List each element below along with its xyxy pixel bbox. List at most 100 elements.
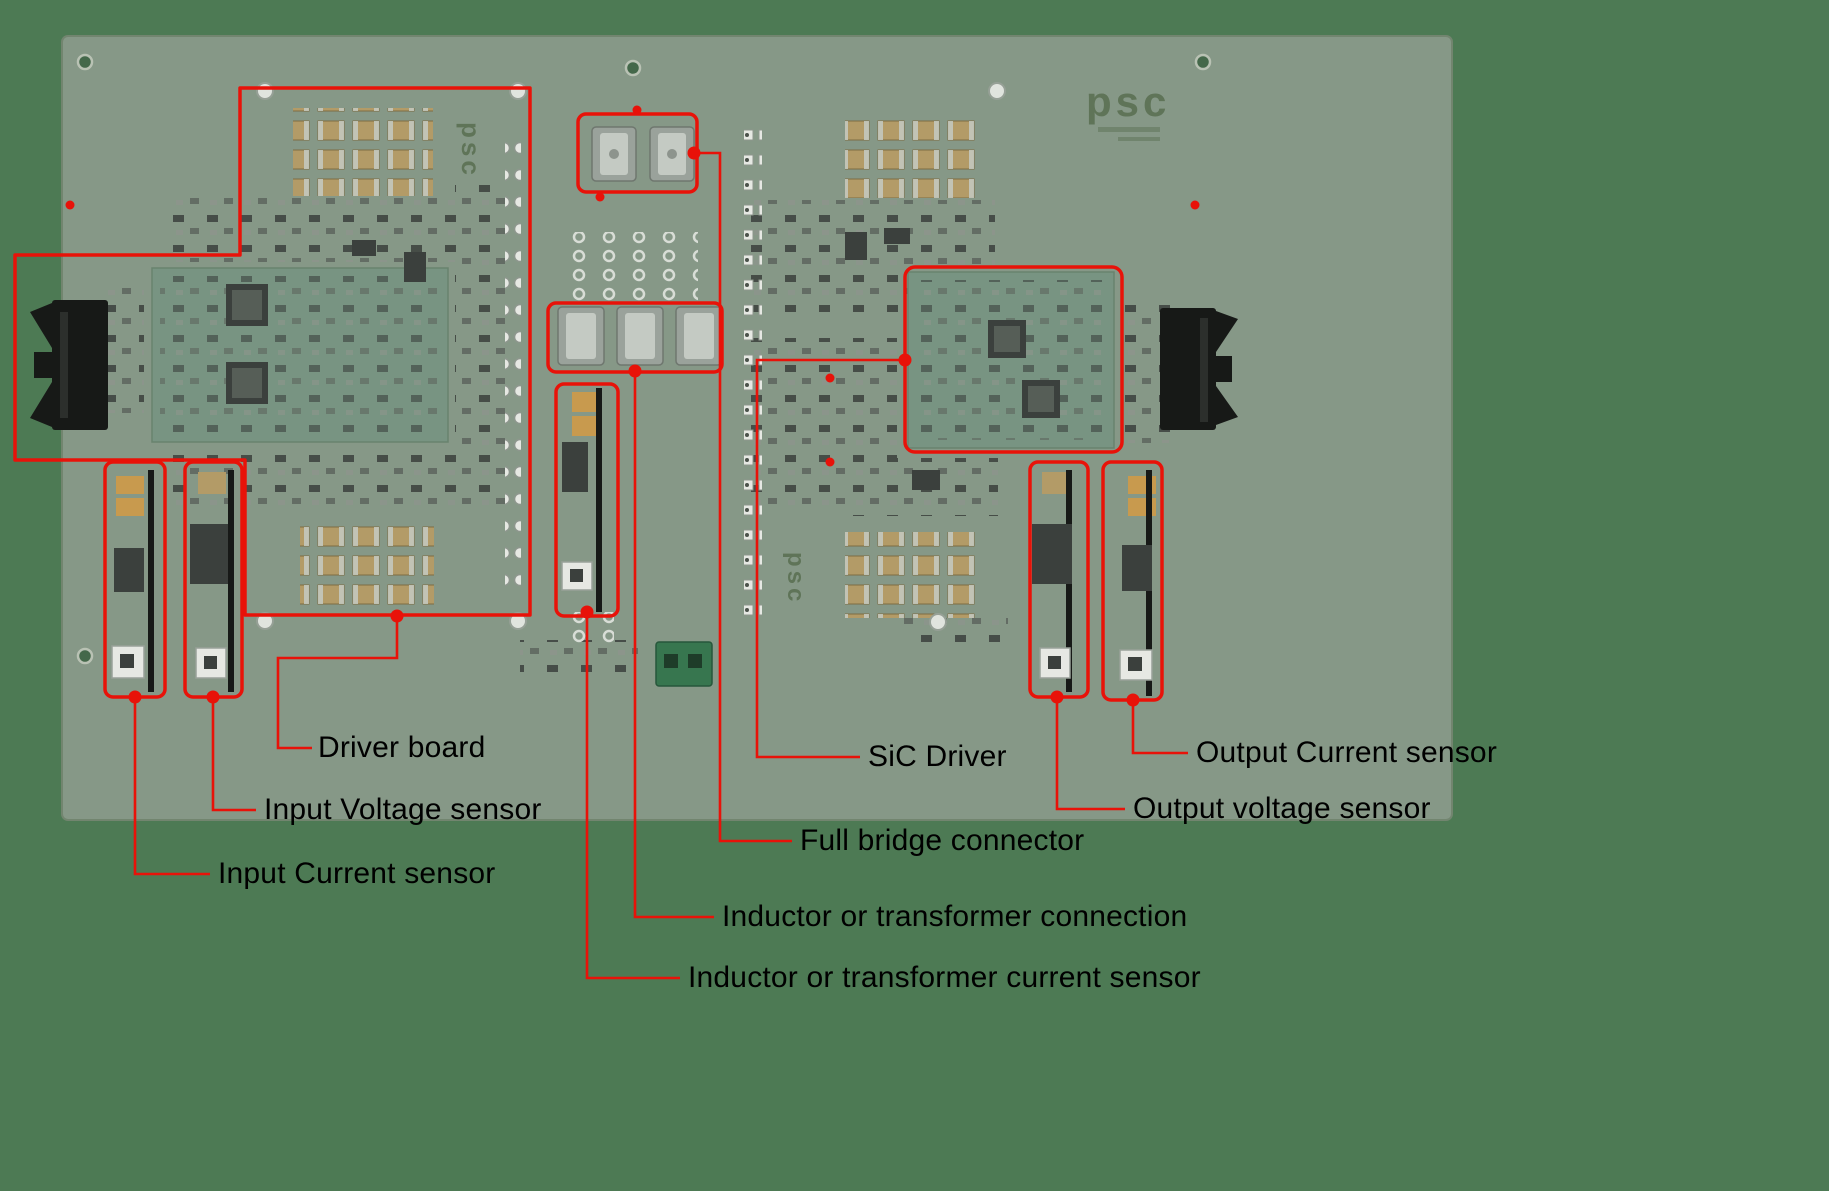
screw: [509, 82, 527, 100]
ic-chip: [912, 470, 940, 490]
sensor-cap: [116, 498, 144, 516]
annotation-line-output-current-sensor: [1131, 702, 1188, 755]
sensor-head: [561, 561, 593, 591]
terminal-block: [655, 641, 713, 687]
label-output-current-sensor: Output Current sensor: [1196, 736, 1498, 769]
psc-logo-subtext-bar: [1098, 127, 1160, 132]
sensor-head: [111, 645, 145, 679]
ic-chip: [845, 232, 867, 260]
driver-ic-top: [232, 368, 262, 398]
connector-slot: [1200, 318, 1208, 422]
connector-tab: [34, 352, 52, 378]
via-grid: [558, 232, 698, 306]
sensor-bar: [228, 470, 234, 692]
sensor-bar: [148, 470, 154, 692]
sensor-cap: [116, 476, 144, 494]
input-voltage-sensor-strip: [190, 470, 234, 692]
annotation-dot-output-current-sensor: [1126, 693, 1140, 707]
annotation-line-inductor-current-sensor: [585, 617, 680, 980]
sensor-cap: [198, 472, 226, 494]
mounting-hole: [1194, 53, 1212, 71]
sensor-head-core: [120, 654, 134, 668]
ic-chip: [404, 252, 426, 282]
connector-jaw-bottom: [30, 382, 52, 427]
pad-hole: [667, 149, 677, 159]
label-input-voltage-sensor: Input Voltage sensor: [264, 793, 542, 826]
connector-jaw-top: [30, 303, 52, 348]
terminal-body: [655, 641, 713, 687]
label-inductor-current-sensor: Inductor or transformer current sensor: [688, 961, 1201, 994]
driver-ic-top: [232, 290, 262, 320]
smd-cluster: [520, 640, 638, 678]
power-connector-left: [30, 300, 108, 430]
ic-chip: [352, 240, 376, 256]
capacitor-bank-bottom-right: [845, 532, 977, 618]
annotation-dot-sic-driver: [898, 353, 912, 367]
capacitor-banks: [293, 108, 977, 618]
smd-component-clusters: [100, 185, 1173, 678]
sensor-head-core: [570, 569, 583, 582]
terminal-hole: [664, 654, 678, 668]
red-test-points: [65, 105, 1200, 467]
annotation-line-driver-board: [276, 618, 399, 750]
connector-jaw-bottom: [1216, 386, 1238, 425]
pad-hole: [609, 149, 619, 159]
mounting-hole: [624, 59, 642, 77]
misc-ics: [352, 228, 940, 490]
smd-cluster: [455, 185, 505, 515]
red-test-point: [825, 457, 835, 467]
red-test-point: [65, 200, 75, 210]
inductor-connection-pads: [557, 306, 723, 366]
sensor-ic: [562, 442, 588, 492]
label-driver-board: Driver board: [318, 731, 486, 764]
sic-driver-daughter-board: [907, 271, 1115, 449]
ic-chip: [884, 228, 910, 244]
annotation-dot-input-current-sensor: [128, 690, 142, 704]
red-test-point: [595, 192, 605, 202]
psc-logo-vertical-driver: psc: [456, 122, 486, 179]
psc-logos: psc psc psc: [456, 78, 1170, 605]
label-inductor-connection: Inductor or transformer connection: [722, 900, 1188, 933]
inductor-current-sensor-strip: [561, 388, 602, 612]
psc-logo: psc: [1086, 78, 1170, 125]
annotation-dot-inductor-connection: [628, 364, 642, 378]
screw: [256, 82, 274, 100]
label-full-bridge-connector: Full bridge connector: [800, 824, 1085, 857]
annotation-line-full-bridge-connector: [694, 151, 792, 843]
annotations-layer: [13, 86, 1188, 980]
sensor-head-core: [204, 656, 217, 669]
input-current-sensor-strip: [111, 470, 154, 692]
annotation-outline-driver-board: [13, 86, 532, 617]
driver-daughter-board: [151, 267, 449, 443]
sic-ic-top: [1028, 386, 1054, 412]
full-bridge-connector-pads: [591, 126, 695, 182]
sensor-ic: [1122, 545, 1152, 591]
label-input-current-sensor: Input Current sensor: [218, 857, 496, 890]
sensor-head-core: [1048, 656, 1061, 669]
capacitor-bank-bottom-left: [300, 518, 434, 608]
annotation-dot-driver-board: [390, 609, 404, 623]
sensor-cap: [1042, 472, 1070, 494]
annotation-dot-inductor-current-sensor: [580, 605, 594, 619]
terminal-hole: [688, 654, 702, 668]
sensor-ic: [114, 548, 144, 592]
annotation-dot-input-voltage-sensor: [206, 690, 220, 704]
screw: [256, 612, 274, 630]
mounting-holes: [76, 53, 1212, 665]
screw: [988, 82, 1006, 100]
capacitor-bank-top-left: [293, 108, 433, 196]
sensor-head: [1119, 649, 1153, 681]
red-test-point: [825, 373, 835, 383]
sic-ic-top: [994, 326, 1020, 352]
psc-logo-vertical-right: psc: [782, 552, 809, 605]
psc-logo-subtext-bar: [1118, 137, 1160, 141]
metal-pad-inner: [625, 313, 655, 359]
metal-pad-inner: [566, 313, 596, 359]
sensor-cap: [572, 416, 602, 436]
red-test-point: [1190, 200, 1200, 210]
annotation-line-output-voltage-sensor: [1055, 699, 1125, 811]
mounting-hole: [76, 647, 94, 665]
metal-pad-inner: [684, 313, 714, 359]
